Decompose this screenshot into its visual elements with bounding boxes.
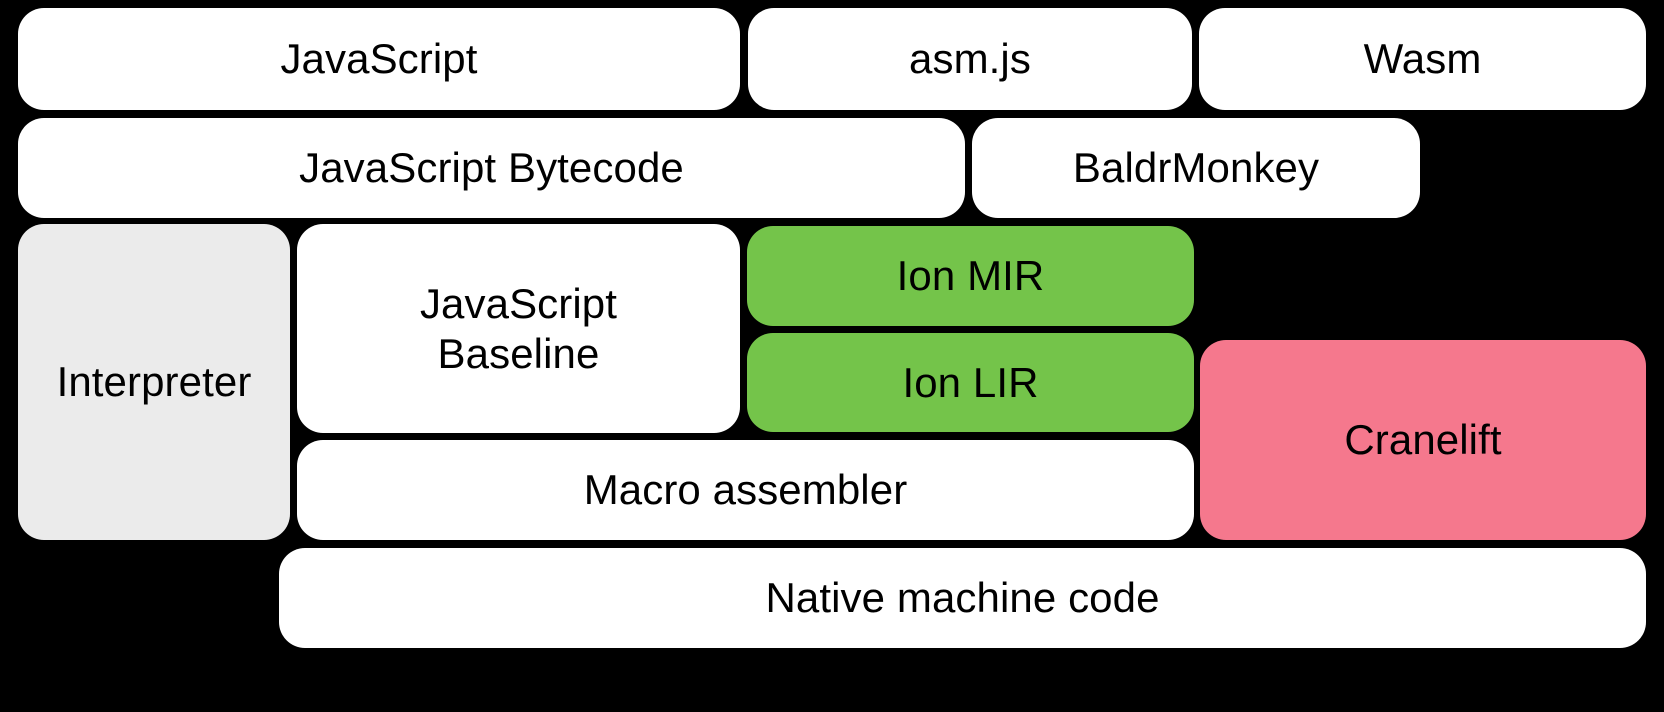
node-ion-mir[interactable]: Ion MIR	[747, 226, 1194, 326]
node-wasm[interactable]: Wasm	[1199, 8, 1646, 110]
node-baldrmonkey[interactable]: BaldrMonkey	[972, 118, 1420, 218]
node-javascript[interactable]: JavaScript	[18, 8, 740, 110]
node-javascript-bytecode[interactable]: JavaScript Bytecode	[18, 118, 965, 218]
node-macro-assembler[interactable]: Macro assembler	[297, 440, 1194, 540]
node-javascript-baseline[interactable]: JavaScript Baseline	[297, 224, 740, 433]
node-cranelift[interactable]: Cranelift	[1200, 340, 1646, 540]
node-native-machine-code[interactable]: Native machine code	[279, 548, 1646, 648]
node-asmjs[interactable]: asm.js	[748, 8, 1192, 110]
node-ion-lir[interactable]: Ion LIR	[747, 333, 1194, 432]
node-interpreter[interactable]: Interpreter	[18, 224, 290, 540]
